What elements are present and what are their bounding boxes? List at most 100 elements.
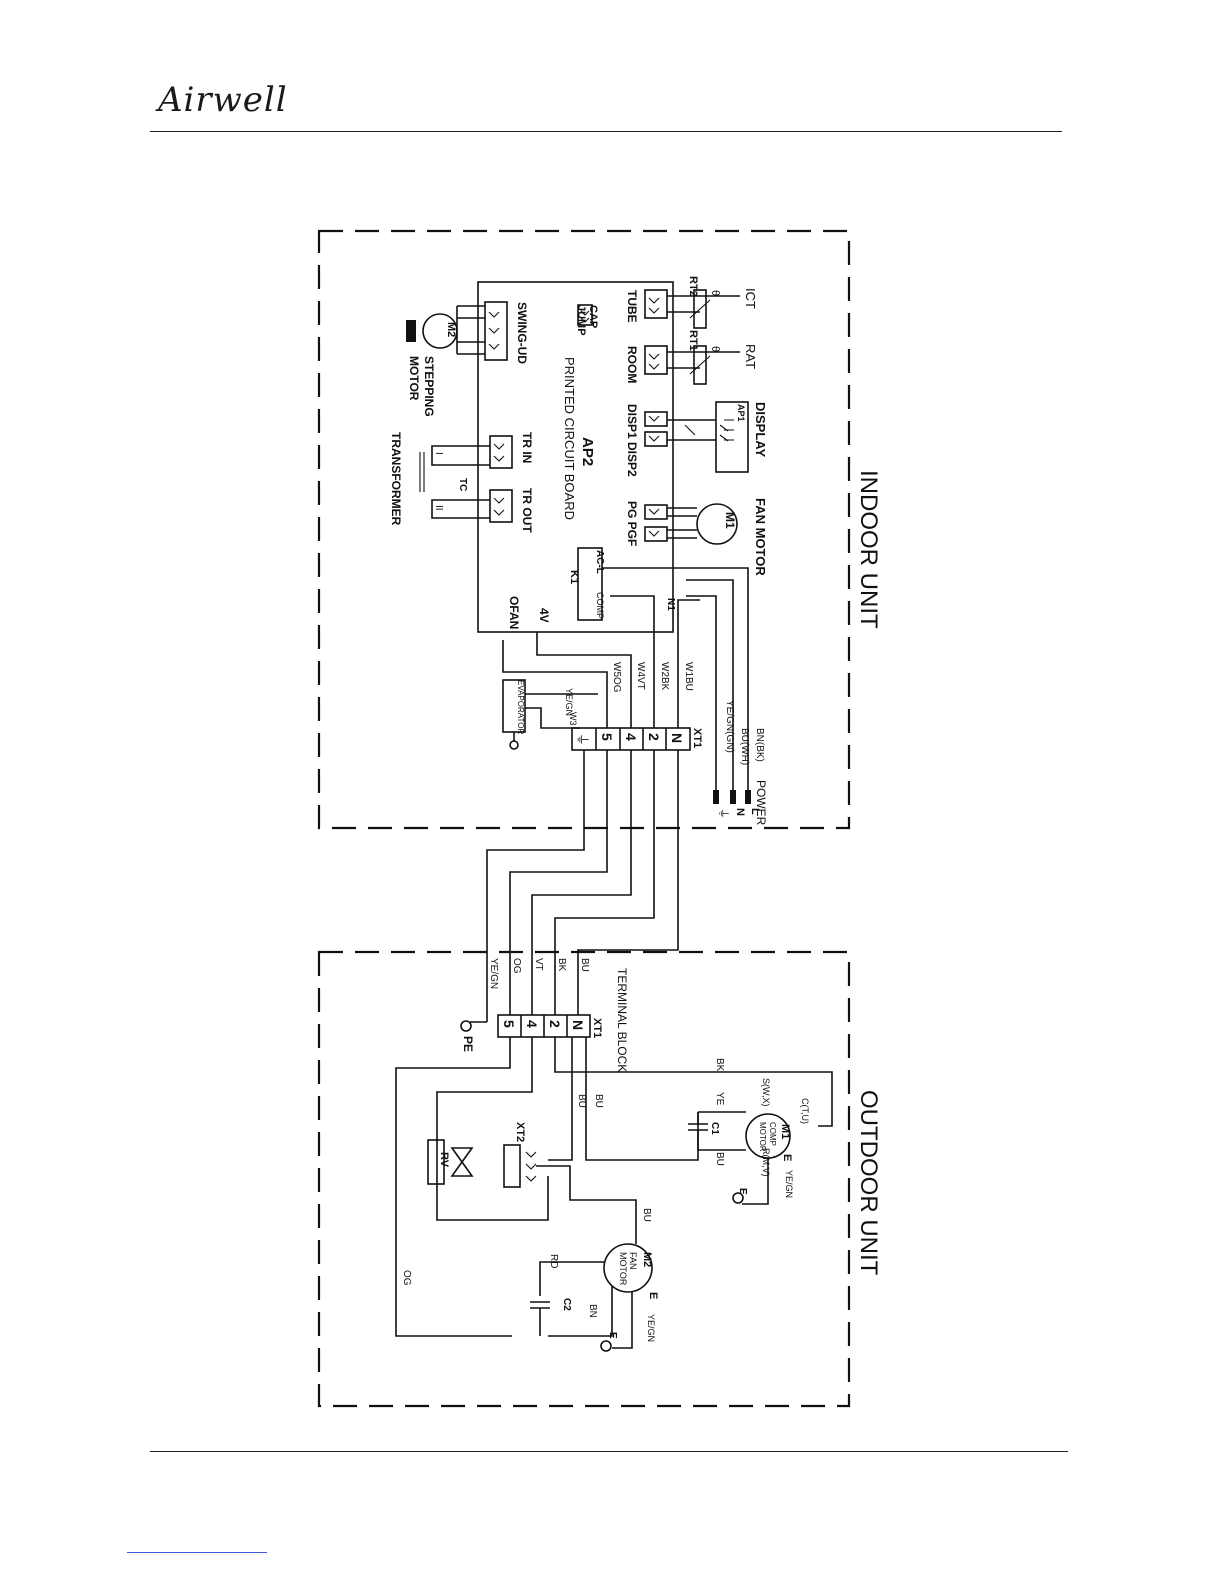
outdoor-unit-boundary — [317, 950, 851, 1408]
wire-power-earth — [686, 595, 717, 790]
label-w3: W3 — [568, 712, 578, 726]
label-m1-indoor: M1 — [723, 512, 737, 529]
label-rv: RV — [438, 1152, 450, 1168]
label-m2-outdoor: M2 — [641, 1252, 653, 1267]
cable-5 — [509, 750, 608, 1015]
indoor-fan-motor — [696, 503, 738, 545]
label-tr-out: TR OUT — [520, 488, 534, 533]
label-c1: C1 — [709, 1122, 720, 1135]
label-out-bk: BK — [714, 1058, 725, 1072]
label-m2-indoor: M2 — [445, 322, 457, 337]
label-display: DISPLAY — [753, 402, 768, 457]
wire-fan-bn — [548, 1286, 613, 1337]
label-out-bu-b: BU — [576, 1094, 587, 1108]
label-wire-yegn: YE/GN — [488, 958, 499, 989]
cable-2 — [554, 750, 655, 1015]
label-ac-l: AC-L — [594, 550, 605, 574]
power-pin-l — [745, 790, 751, 804]
reversing-valve — [427, 1139, 445, 1185]
label-tr-in: TR IN — [520, 432, 534, 463]
label-disp: DISP1 DISP2 — [625, 404, 639, 477]
label-k1: K1 — [568, 570, 580, 584]
pcb-name: AP2 — [579, 437, 596, 466]
wire-fan-bu — [536, 1165, 637, 1244]
wire-out-bk-comp — [554, 1037, 833, 1127]
wire-power-l — [602, 567, 749, 790]
label-cap: CAP — [587, 305, 599, 328]
footer-rule — [150, 1451, 1068, 1452]
label-tc-i: I — [433, 452, 444, 455]
label-rd: RD — [548, 1254, 559, 1268]
outdoor-terminal-5: 5 — [501, 1020, 517, 1028]
connector-swing — [484, 301, 508, 361]
label-wire-bk: BK — [556, 958, 567, 972]
connector-disp — [644, 411, 668, 447]
label-e-outdoor: E — [781, 1154, 793, 1161]
label-ofan: OFAN — [507, 596, 521, 629]
transformer — [419, 445, 490, 519]
label-4v: 4V — [537, 608, 551, 623]
label-motor-stepping: MOTOR — [407, 356, 421, 401]
wire-fan-rd — [539, 1261, 604, 1296]
label-theta-rt2: θ — [709, 290, 721, 296]
label-tc: TC — [457, 478, 468, 491]
header-rule — [150, 131, 1062, 132]
label-out-bu-d: BU — [641, 1208, 652, 1222]
cable-earth — [486, 750, 585, 1022]
label-power-earth: ⏚ — [717, 808, 730, 819]
footer-link-underline — [127, 1552, 267, 1553]
label-comp-outdoor: COMP — [768, 1122, 777, 1146]
outdoor-fan-motor — [603, 1243, 653, 1293]
label-motor-fan-outdoor: MOTOR — [618, 1252, 628, 1286]
outdoor-terminal-xt2 — [503, 1144, 521, 1188]
label-terminal-block: TERMINAL BLOCK — [615, 968, 629, 1072]
fan-earth-symbol — [600, 1340, 612, 1352]
wire-fan-earth — [612, 1292, 633, 1349]
label-power-n: N — [734, 808, 746, 816]
pcb-description: PRINTED CIRCUIT BOARD — [562, 357, 577, 520]
label-w5og: W5OG — [611, 662, 622, 693]
wire-fan-motor — [667, 507, 697, 539]
label-e-fan: E — [647, 1292, 659, 1299]
label-tc-ii: II — [433, 505, 444, 511]
relay-k1 — [577, 547, 603, 621]
label-bn-bk: BN(BK) — [754, 728, 765, 762]
wire-comp-earth — [742, 1158, 769, 1205]
comp-earth-symbol — [732, 1192, 744, 1204]
label-motor-outdoor: MOTOR — [758, 1122, 767, 1152]
connector-tr-out — [489, 489, 513, 523]
display-board — [715, 401, 749, 473]
pcb-board — [477, 281, 674, 633]
cable-4 — [531, 750, 632, 1015]
wire-stepping-motor — [456, 305, 485, 355]
wire-display — [667, 419, 716, 441]
capacitor-c1 — [688, 1112, 708, 1150]
indoor-unit-title: INDOOR UNIT — [855, 470, 882, 629]
label-xt1-indoor: XT1 — [691, 728, 703, 748]
label-w2bk: W2BK — [659, 662, 670, 691]
wire-w5og — [502, 640, 608, 728]
label-wire-og: OG — [511, 958, 522, 974]
label-bu-wh: BU(WH) — [739, 728, 750, 765]
label-out-og: OG — [401, 1270, 412, 1286]
connector-pg — [644, 504, 668, 542]
label-yegn-gn: YE/GN(GN) — [724, 700, 735, 753]
label-theta-rt1: θ — [709, 346, 721, 352]
label-evaporator: EVAPORATOR — [516, 680, 525, 734]
label-swx: S(W,X) — [761, 1078, 771, 1107]
outdoor-terminal-4: 4 — [524, 1020, 540, 1028]
connector-tr-in — [489, 435, 513, 469]
wire-w2bk — [610, 595, 655, 728]
label-power-l: L — [749, 808, 761, 815]
label-rat: RAT — [743, 344, 758, 369]
label-jump: JUMP — [575, 305, 587, 336]
label-ap1: AP1 — [736, 404, 746, 422]
outdoor-terminal-2: 2 — [547, 1020, 563, 1028]
label-ict: ICT — [743, 288, 758, 309]
label-room: ROOM — [625, 346, 639, 383]
label-yegn-comp: YE/GN — [784, 1170, 794, 1198]
label-ye: YE — [714, 1092, 725, 1106]
wire-out-bu-xt2 — [548, 1037, 573, 1161]
label-c2: C2 — [561, 1298, 572, 1311]
